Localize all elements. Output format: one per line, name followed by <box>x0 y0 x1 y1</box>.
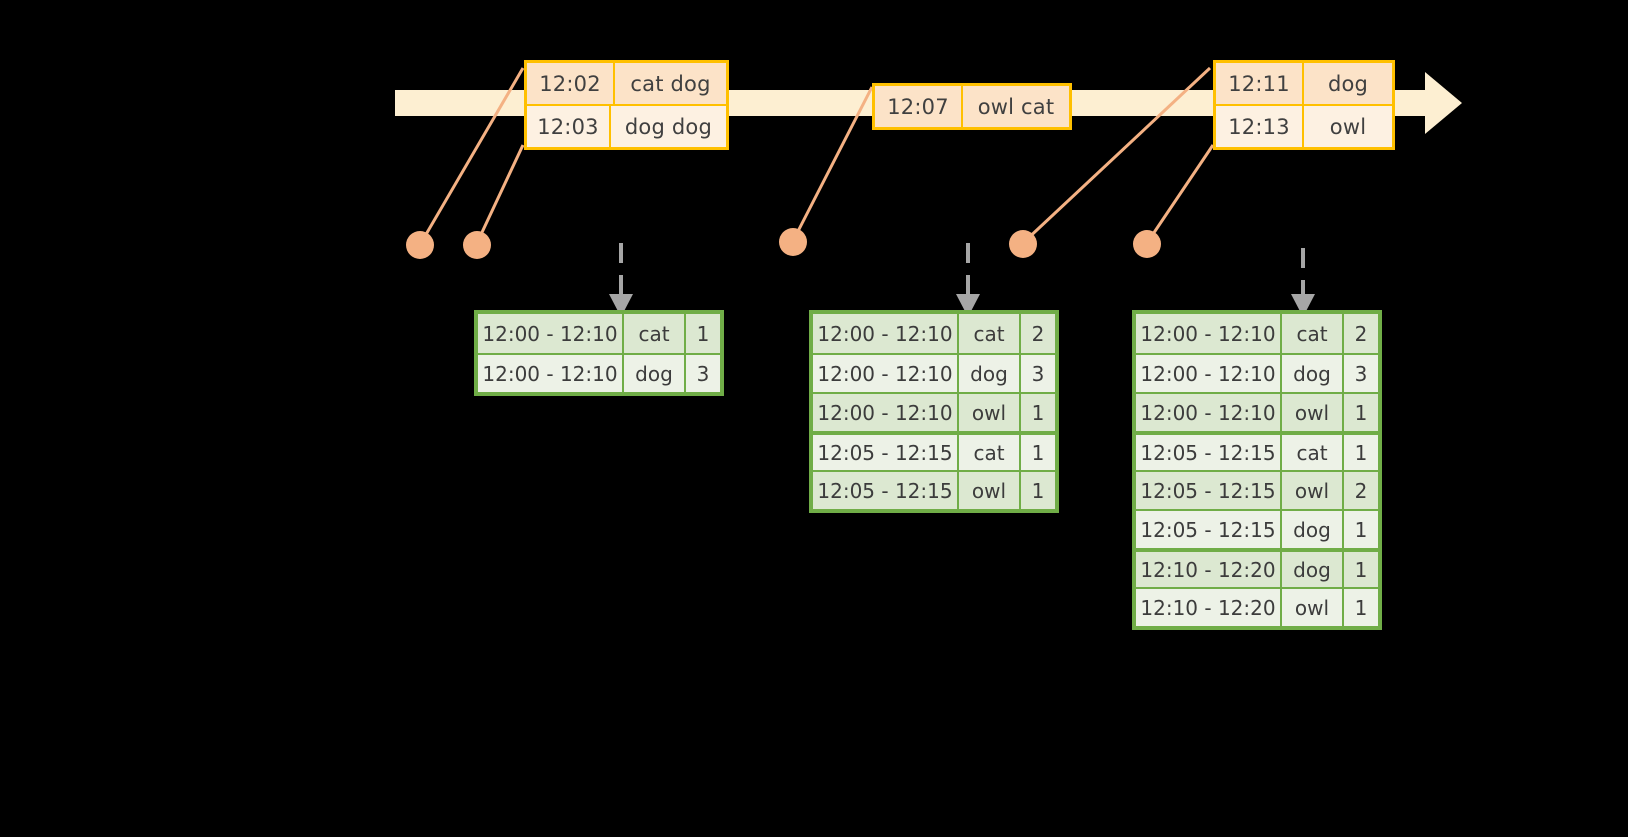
cell-window: 12:10 - 12:20 <box>1136 589 1282 626</box>
cell-count: 1 <box>1344 394 1378 431</box>
cell-word: owl <box>959 472 1021 509</box>
connector-line-3 <box>791 86 874 242</box>
connector-line-5 <box>1145 144 1215 244</box>
cell-count: 2 <box>1344 314 1378 353</box>
cell-window: 12:05 - 12:15 <box>1136 435 1282 470</box>
event-words: dog dog <box>610 106 726 147</box>
cell-count: 3 <box>686 355 720 392</box>
event-time: 12:03 <box>527 106 611 147</box>
cell-window: 12:00 - 12:10 <box>1136 355 1282 392</box>
cell-window: 12:00 - 12:10 <box>1136 314 1282 353</box>
event-dot-4[interactable] <box>1009 230 1037 258</box>
event-dot-1[interactable] <box>406 231 434 259</box>
cell-word: dog <box>1282 511 1344 548</box>
cell-word: dog <box>624 355 686 392</box>
event-words: owl <box>1304 106 1392 147</box>
cell-window: 12:00 - 12:10 <box>478 355 624 392</box>
event-time: 12:13 <box>1216 106 1304 147</box>
cell-count: 3 <box>1344 355 1378 392</box>
cell-window: 12:05 - 12:15 <box>1136 472 1282 509</box>
event-dot-2[interactable] <box>463 231 491 259</box>
cell-count: 1 <box>1344 511 1378 548</box>
cell-count: 3 <box>1021 355 1055 392</box>
cell-count: 2 <box>1021 314 1055 353</box>
connector-line-4 <box>1021 66 1212 245</box>
cell-count: 1 <box>1344 435 1378 470</box>
cell-count: 1 <box>1021 394 1055 431</box>
cell-window: 12:10 - 12:20 <box>1136 552 1282 587</box>
event-words: dog <box>1304 63 1392 104</box>
event-time: 12:02 <box>527 63 615 104</box>
cell-word: cat <box>959 314 1021 353</box>
down-arrow-to-table-3 <box>1291 248 1315 317</box>
cell-word: cat <box>1282 314 1344 353</box>
cell-window: 12:00 - 12:10 <box>478 314 624 353</box>
cell-window: 12:05 - 12:15 <box>813 435 959 470</box>
cell-count: 1 <box>686 314 720 353</box>
cell-word: dog <box>1282 355 1344 392</box>
cell-word: owl <box>1282 589 1344 626</box>
event-dot-5[interactable] <box>1133 230 1161 258</box>
cell-word: dog <box>1282 552 1344 587</box>
cell-window: 12:05 - 12:15 <box>813 472 959 509</box>
event-row[interactable]: 12:03 dog dog <box>527 104 726 147</box>
connector-line-2 <box>475 144 525 244</box>
cell-word: owl <box>1282 394 1344 431</box>
cell-word: cat <box>624 314 686 353</box>
cell-word: owl <box>1282 472 1344 509</box>
event-time: 12:07 <box>875 86 963 127</box>
cell-count: 2 <box>1344 472 1378 509</box>
event-dot-3[interactable] <box>779 228 807 256</box>
event-words: cat dog <box>615 63 726 104</box>
event-box-3[interactable]: 12:11 dog 12:13 owl <box>1213 60 1395 150</box>
cell-word: dog <box>959 355 1021 392</box>
cell-window: 12:05 - 12:15 <box>1136 511 1282 548</box>
event-row[interactable]: 12:11 dog <box>1216 63 1392 104</box>
event-box-1[interactable]: 12:02 cat dog 12:03 dog dog <box>524 60 729 150</box>
cell-window: 12:00 - 12:10 <box>813 314 959 353</box>
cell-count: 1 <box>1021 435 1055 470</box>
cell-word: cat <box>959 435 1021 470</box>
event-words: owl cat <box>963 86 1069 127</box>
event-row[interactable]: 12:13 owl <box>1216 104 1392 147</box>
down-arrow-to-table-1 <box>609 243 633 317</box>
event-box-2[interactable]: 12:07 owl cat <box>872 83 1072 130</box>
cell-word: owl <box>959 394 1021 431</box>
event-time: 12:11 <box>1216 63 1304 104</box>
cell-word: cat <box>1282 435 1344 470</box>
cell-window: 12:00 - 12:10 <box>813 394 959 431</box>
event-row[interactable]: 12:02 cat dog <box>527 63 726 104</box>
cell-count: 1 <box>1344 552 1378 587</box>
cell-count: 1 <box>1021 472 1055 509</box>
cell-window: 12:00 - 12:10 <box>1136 394 1282 431</box>
connector-line-1 <box>419 67 525 244</box>
down-arrow-to-table-2 <box>956 243 980 317</box>
event-row[interactable]: 12:07 owl cat <box>875 86 1069 127</box>
cell-window: 12:00 - 12:10 <box>813 355 959 392</box>
cell-count: 1 <box>1344 589 1378 626</box>
